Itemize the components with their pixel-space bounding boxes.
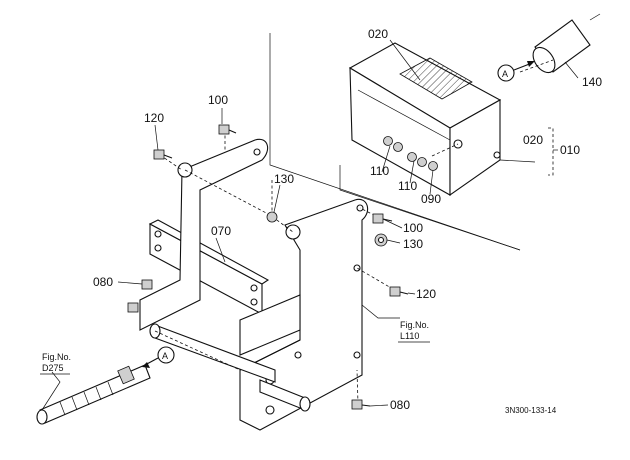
fig-ref-line1: Fig.No.	[42, 352, 71, 362]
part-label: 120	[144, 111, 164, 125]
part-label: 100	[403, 221, 423, 235]
part-label: 080	[390, 398, 410, 412]
callout-marker-upper	[497, 61, 535, 82]
spacer-block	[239, 294, 301, 356]
cover-hole	[493, 151, 501, 159]
back-plate	[139, 138, 269, 331]
bolt-120-front	[389, 286, 409, 297]
bolt-080-side	[127, 302, 139, 313]
part-label: 120	[416, 287, 436, 301]
bolt-080-upper	[141, 279, 153, 290]
part-label: 140	[582, 75, 602, 89]
part-label: 110	[398, 179, 417, 193]
bolt-080-lower	[351, 399, 371, 410]
label-leaders	[41, 39, 579, 411]
part-label: 080	[93, 275, 113, 289]
part-label: 070	[211, 224, 231, 238]
part-label: 130	[403, 237, 423, 251]
collar	[532, 13, 601, 74]
nut-130-upper	[266, 211, 278, 223]
callout-marker-lower	[142, 346, 175, 368]
phantom-panel-lower	[339, 165, 521, 251]
group-bracket	[548, 127, 558, 176]
washer-130-front	[374, 233, 388, 247]
part-label: 010	[560, 143, 580, 157]
part-label: 130	[274, 172, 294, 186]
label-plate	[399, 57, 473, 100]
part-label: 020	[523, 133, 543, 147]
phantom-panel-upper	[269, 33, 521, 251]
fig-ref-line1: Fig.No.	[400, 320, 429, 330]
splined-input-shaft	[36, 364, 151, 425]
bolt-100-upper	[218, 124, 237, 135]
part-label: 020	[368, 27, 388, 41]
part-label: 090	[421, 192, 441, 206]
flat-strip	[148, 219, 270, 315]
bolt-120-upper	[153, 149, 173, 160]
part-label: 110	[370, 164, 389, 178]
callout-letter: A	[162, 351, 168, 361]
drawing-number: 3N300-133-14	[505, 406, 557, 415]
callout-letter: A	[502, 69, 508, 79]
shaft-front	[259, 379, 311, 412]
part-label: 100	[208, 93, 228, 107]
fig-ref-line2: D275	[42, 363, 64, 373]
fig-ref-line2: L110	[400, 331, 419, 341]
